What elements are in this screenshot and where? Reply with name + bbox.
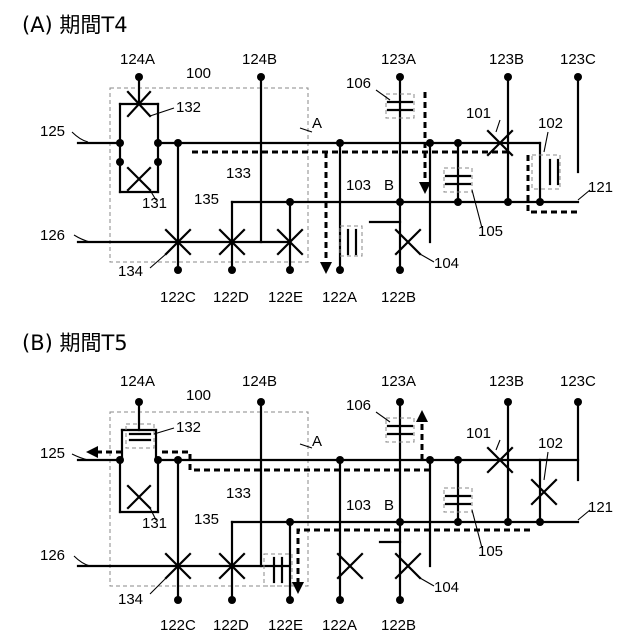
panel-a-title: (A) 期間T4 bbox=[22, 13, 128, 37]
label-A: A bbox=[312, 433, 322, 450]
label-102: 102 bbox=[538, 435, 563, 452]
label-122C: 122C bbox=[160, 617, 196, 634]
label-135: 135 bbox=[194, 511, 219, 528]
label-103: 103 bbox=[346, 497, 371, 514]
transistor-131 bbox=[128, 486, 150, 508]
label-125: 125 bbox=[40, 123, 65, 140]
label-132: 132 bbox=[176, 99, 201, 116]
label-A: A bbox=[312, 115, 322, 132]
label-103: 103 bbox=[346, 177, 371, 194]
label-126: 126 bbox=[40, 547, 65, 564]
label-100: 100 bbox=[186, 387, 211, 404]
label-122B: 122B bbox=[381, 289, 416, 306]
label-134: 134 bbox=[118, 591, 143, 608]
label-133: 133 bbox=[226, 485, 251, 502]
label-134: 134 bbox=[118, 263, 143, 280]
label-B: B bbox=[384, 177, 394, 194]
transistor-103-box bbox=[340, 226, 362, 256]
label-123A: 123A bbox=[381, 373, 416, 390]
transistor-131 bbox=[128, 168, 150, 190]
label-122A: 122A bbox=[322, 289, 357, 306]
label-123C: 123C bbox=[560, 373, 596, 390]
label-106: 106 bbox=[346, 397, 371, 414]
transistor-102-box bbox=[532, 155, 560, 189]
label-124B: 124B bbox=[242, 51, 277, 68]
label-104: 104 bbox=[434, 579, 459, 596]
label-122E: 122E bbox=[268, 289, 303, 306]
label-132: 132 bbox=[176, 419, 201, 436]
label-B: B bbox=[384, 497, 394, 514]
label-123B: 123B bbox=[489, 51, 524, 68]
label-122E: 122E bbox=[268, 617, 303, 634]
label-124B: 124B bbox=[242, 373, 277, 390]
label-122A: 122A bbox=[322, 617, 357, 634]
label-125: 125 bbox=[40, 445, 65, 462]
label-121: 121 bbox=[588, 499, 613, 516]
label-104: 104 bbox=[434, 255, 459, 272]
transistor-102 bbox=[532, 480, 556, 504]
panel-b-title: (B) 期間T5 bbox=[22, 331, 128, 355]
label-126: 126 bbox=[40, 227, 65, 244]
label-102: 102 bbox=[538, 115, 563, 132]
label-100: 100 bbox=[186, 65, 211, 82]
label-106: 106 bbox=[346, 75, 371, 92]
label-122B: 122B bbox=[381, 617, 416, 634]
label-123C: 123C bbox=[560, 51, 596, 68]
panel-b: (B) 期間T5 bbox=[22, 331, 613, 634]
label-133: 133 bbox=[226, 165, 251, 182]
label-122C: 122C bbox=[160, 289, 196, 306]
label-122D: 122D bbox=[213, 617, 249, 634]
label-123A: 123A bbox=[381, 51, 416, 68]
label-122D: 122D bbox=[213, 289, 249, 306]
label-101: 101 bbox=[466, 425, 491, 442]
panel-a: (A) 期間T4 bbox=[22, 13, 613, 306]
transistor-133-box bbox=[264, 554, 292, 586]
label-124A: 124A bbox=[120, 51, 155, 68]
transistor-103 bbox=[338, 554, 362, 578]
wires bbox=[78, 77, 578, 270]
label-121: 121 bbox=[588, 179, 613, 196]
wires bbox=[78, 402, 578, 600]
label-123B: 123B bbox=[489, 373, 524, 390]
label-124A: 124A bbox=[120, 373, 155, 390]
block-100 bbox=[110, 88, 308, 262]
label-135: 135 bbox=[194, 191, 219, 208]
label-101: 101 bbox=[466, 105, 491, 122]
